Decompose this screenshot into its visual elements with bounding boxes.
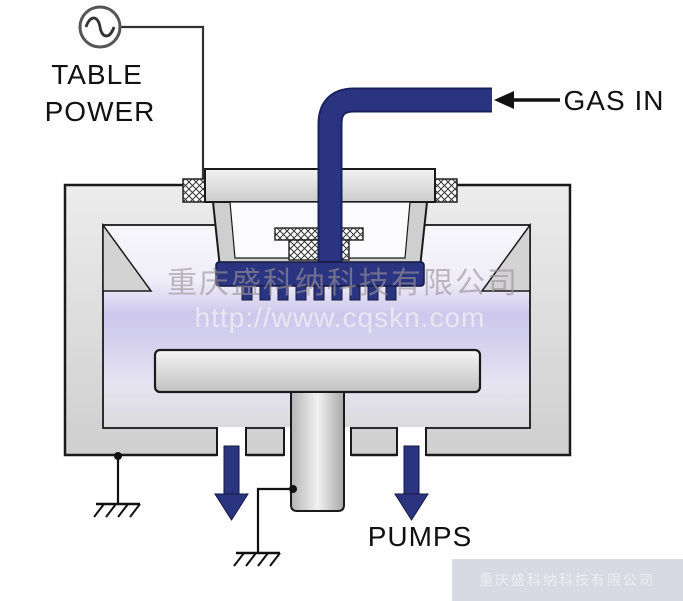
gas-in-label: GAS IN <box>564 85 665 116</box>
corner-watermark: 重庆盛科纳科技有限公司 <box>452 559 683 601</box>
power-wire <box>120 25 205 181</box>
table-power-label-line2: POWER <box>45 96 156 127</box>
ground-left-icon <box>93 452 141 518</box>
lid-seal-left <box>182 178 206 203</box>
chamber-shoulder-left <box>102 222 153 292</box>
chamber-shoulder-right <box>480 222 531 292</box>
table-pedestal <box>290 391 345 512</box>
watermark-url: http://www.cqskn.com <box>195 302 486 333</box>
wafer-table <box>153 348 482 394</box>
gas-in-arrow-icon <box>494 91 560 109</box>
pumps-label: PUMPS <box>368 521 473 552</box>
ground-center-icon <box>233 485 297 567</box>
pump-arrow-right-icon <box>394 445 429 521</box>
lid-seal-right <box>434 178 458 203</box>
table-power-label-line1: TABLE <box>51 59 143 90</box>
pump-arrow-left-icon <box>214 445 249 521</box>
gas-pipe <box>317 87 492 266</box>
watermark-company: 重庆盛科纳科技有限公司 <box>167 267 519 300</box>
showerhead <box>215 261 425 301</box>
ac-source-icon <box>78 5 122 49</box>
svg-text:重庆盛科纳科技有限公司: 重庆盛科纳科技有限公司 <box>479 572 655 588</box>
